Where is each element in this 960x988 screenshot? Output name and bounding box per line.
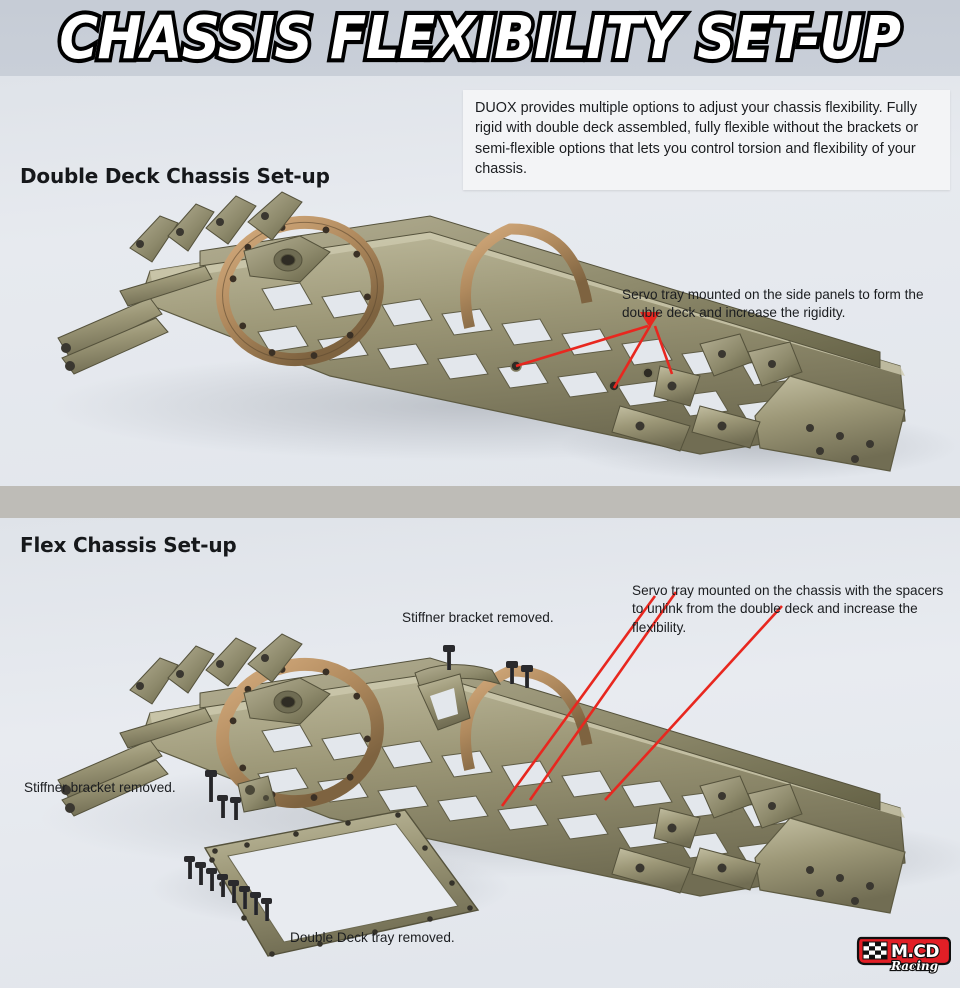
logo-brand: M.CD	[891, 942, 939, 962]
section-title-double-deck: Double Deck Chassis Set-up	[20, 164, 330, 188]
section-divider	[0, 486, 960, 518]
info-box: DUOX provides multiple options to adjust…	[463, 90, 950, 190]
label-double-deck-tray: Double Deck tray removed.	[290, 930, 455, 945]
callout-flex: Servo tray mounted on the chassis with t…	[632, 583, 944, 635]
removed-stiffner-bracket-lower	[237, 775, 277, 813]
callout-double-deck: Servo tray mounted on the side panels to…	[622, 287, 924, 321]
label-stiffner-bracket-upper: Stiffner bracket removed.	[402, 610, 554, 625]
mcd-racing-logo: M.CD Racing	[855, 930, 952, 974]
tray-screws	[184, 856, 272, 921]
section-title-flex: Flex Chassis Set-up	[20, 533, 237, 557]
logo-tagline: Racing	[890, 959, 938, 973]
removed-stiffner-bracket-upper	[414, 664, 502, 731]
page-title: CHASSIS FLEXIBILITY SET-UP	[56, 0, 905, 76]
checkered-flag-icon	[862, 941, 888, 960]
flex-chassis-panel: Flex Chassis Set-up Servo tray mounted o…	[0, 518, 960, 988]
page-header: CHASSIS FLEXIBILITY SET-UP	[0, 0, 960, 76]
label-stiffner-bracket-lower: Stiffner bracket removed.	[24, 780, 176, 795]
